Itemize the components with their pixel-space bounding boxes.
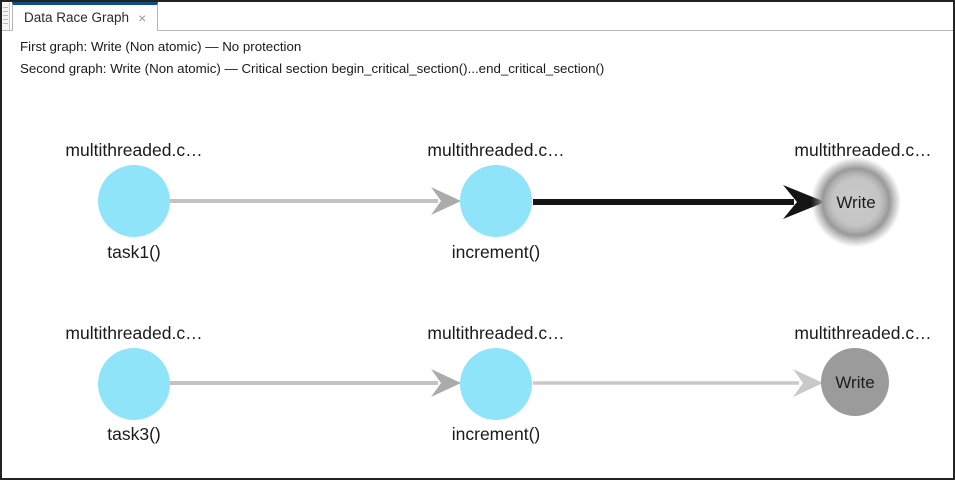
node-circle-increment2[interactable]	[460, 348, 532, 420]
tab-strip: Data Race Graph ×	[2, 2, 953, 31]
edge-arrowhead	[431, 187, 461, 215]
tab-data-race-graph[interactable]: Data Race Graph ×	[12, 2, 159, 31]
node-circle-task3[interactable]	[98, 348, 170, 420]
write-access-label: Write	[836, 193, 875, 212]
tab-close-icon[interactable]: ×	[138, 9, 147, 26]
second-graph-description: Second graph: Write (Non atomic) — Criti…	[20, 61, 605, 76]
node-func-label: increment()	[452, 242, 541, 262]
node-file-label: multithreaded.c…	[794, 140, 931, 160]
panel-grip[interactable]	[2, 3, 10, 30]
tab-label: Data Race Graph	[24, 9, 130, 25]
first-graph-description: First graph: Write (Non atomic) — No pro…	[20, 39, 302, 54]
write-node[interactable]	[821, 348, 889, 416]
node-file-label: multithreaded.c…	[65, 140, 202, 160]
write-access-label: Write	[835, 373, 874, 392]
node-func-label: increment()	[452, 424, 541, 444]
node-file-label: multithreaded.c…	[794, 323, 931, 343]
edge-arrowhead-race	[783, 185, 825, 219]
node-file-label: multithreaded.c…	[65, 323, 202, 343]
write-node-selected[interactable]	[811, 157, 901, 247]
edge-arrowhead	[793, 369, 823, 397]
node-circle-increment[interactable]	[460, 165, 532, 237]
node-file-label: multithreaded.c…	[427, 140, 564, 160]
graph-descriptions: First graph: Write (Non atomic) — No pro…	[2, 31, 953, 80]
node-func-label: task1()	[107, 242, 160, 262]
edge-arrowhead	[431, 369, 461, 397]
node-file-label: multithreaded.c…	[427, 323, 564, 343]
node-func-label: task3()	[107, 424, 160, 444]
node-circle-task1[interactable]	[98, 165, 170, 237]
